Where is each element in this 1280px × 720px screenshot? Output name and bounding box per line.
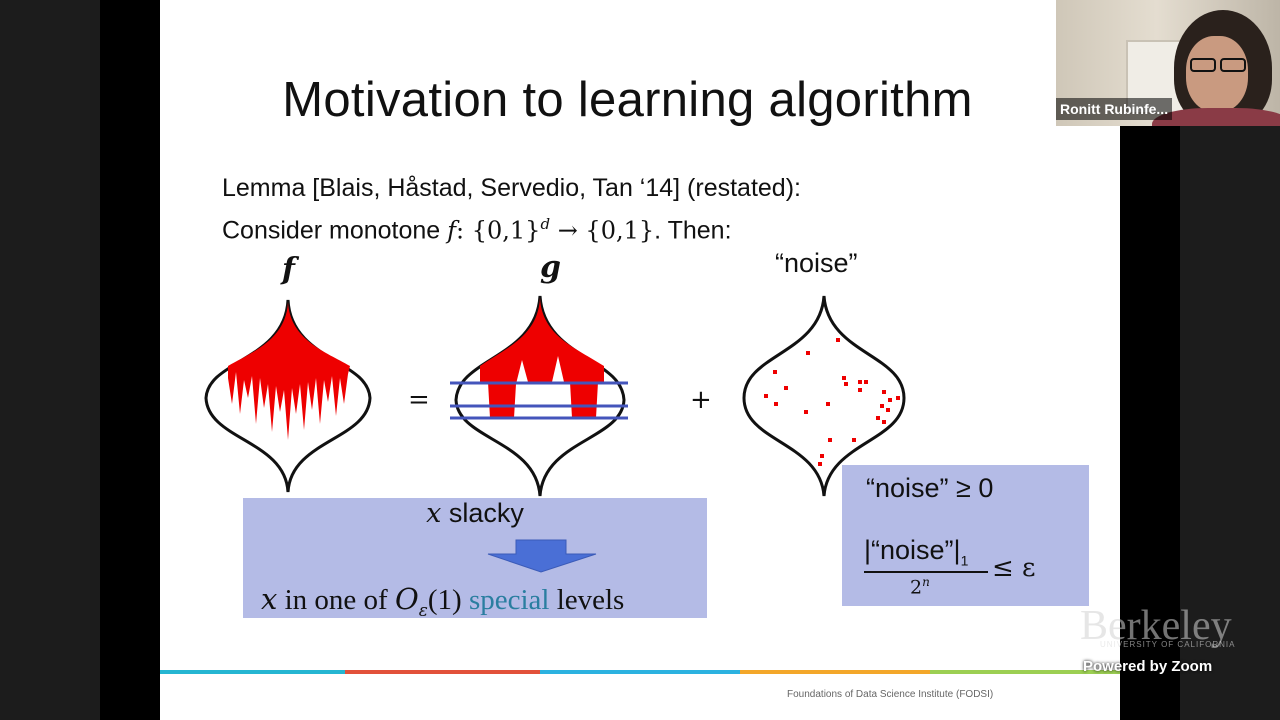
noise-dots (764, 338, 900, 466)
bar-segment-5 (930, 670, 1120, 674)
bar-segment-2 (345, 670, 540, 674)
lemma-codomain: → {0,1} (550, 216, 655, 245)
g-red-fill (480, 298, 604, 418)
levels-big-o: O (394, 582, 419, 616)
participant-shoulders (1152, 108, 1280, 126)
label-g: g (540, 250, 561, 285)
slide-footer: Foundations of Data Science Institute (F… (787, 689, 994, 700)
levels-pre: in one of (277, 584, 395, 616)
left-background (0, 0, 100, 720)
noise-norm-bound: ≤ ε (992, 553, 1036, 583)
slacky-text: x slacky (243, 498, 707, 529)
levels-variable: x (261, 582, 278, 616)
f-outline (204, 299, 372, 493)
presentation-slide: Motivation to learning algorithm Lemma [… (160, 0, 1120, 720)
f-lattice (204, 299, 372, 493)
g-outline (454, 295, 626, 497)
noise-norm-denominator: 2n (910, 575, 930, 598)
levels-text: x in one of Oε(1) special levels (261, 582, 624, 621)
levels-epsilon: ε (418, 600, 428, 621)
lemma-domain: : {0,1} (456, 216, 541, 245)
bar-segment-3 (540, 670, 740, 674)
g-lattice (450, 295, 628, 497)
lemma-function-symbol: f (447, 216, 457, 245)
denominator-exponent: n (922, 575, 930, 589)
bar-segment-1 (160, 670, 345, 674)
lemma-prefix: Consider monotone (222, 216, 448, 245)
lemma-exponent: d (540, 215, 551, 233)
lemma-line-2: Consider monotone f: {0,1}d → {0,1}. The… (222, 206, 801, 248)
noise-norm-subscript: 1 (960, 552, 969, 569)
noise-norm: |“noise”| (864, 535, 961, 565)
lemma-text: Lemma [Blais, Håstad, Servedio, Tan ‘14]… (222, 170, 801, 248)
bar-segment-4 (740, 670, 930, 674)
slacky-variable: x (426, 498, 442, 529)
equals-sign: = (408, 385, 430, 415)
slide-title: Motivation to learning algorithm (282, 73, 973, 127)
lemma-line-1: Lemma [Blais, Håstad, Servedio, Tan ‘14]… (222, 174, 801, 202)
plus-sign: + (690, 385, 712, 415)
noise-lattice (742, 295, 906, 497)
levels-special: special (468, 584, 550, 616)
lattice-diagram: = + (204, 295, 906, 497)
participant-video-tile[interactable]: Ronitt Rubinfe... (1056, 0, 1280, 126)
label-f: f (282, 252, 295, 287)
noise-norm-numerator: |“noise”|1 (864, 535, 968, 568)
left-letterbox (100, 0, 160, 720)
glasses-icon (1186, 58, 1250, 72)
lemma-suffix: . Then: (654, 216, 732, 245)
noise-outline (742, 295, 906, 497)
slacky-word: slacky (441, 498, 524, 528)
noise-conditions-box: “noise” ≥ 0 |“noise”|1 2n ≤ ε (842, 465, 1089, 606)
label-noise: “noise” (775, 248, 858, 278)
denominator-base: 2 (910, 576, 923, 599)
noise-nonnegative: “noise” ≥ 0 (866, 473, 994, 503)
participant-face (1186, 36, 1248, 112)
f-red-fill (228, 302, 350, 440)
slacky-box: x slacky x in one of Oε(1) special level… (243, 498, 707, 621)
levels-post: levels (549, 584, 625, 616)
down-arrow-icon (487, 539, 597, 573)
participant-name-label: Ronitt Rubinfe... (1056, 98, 1173, 120)
berkeley-watermark: Berkeley (1080, 603, 1232, 649)
powered-by-zoom-label: Powered by Zoom (1083, 658, 1213, 675)
levels-arg: (1) (427, 584, 469, 616)
slide-color-bar (160, 670, 1120, 674)
fraction-bar (864, 571, 988, 573)
berkeley-watermark-sub: UNIVERSITY OF CALIFORNIA (1100, 640, 1236, 649)
